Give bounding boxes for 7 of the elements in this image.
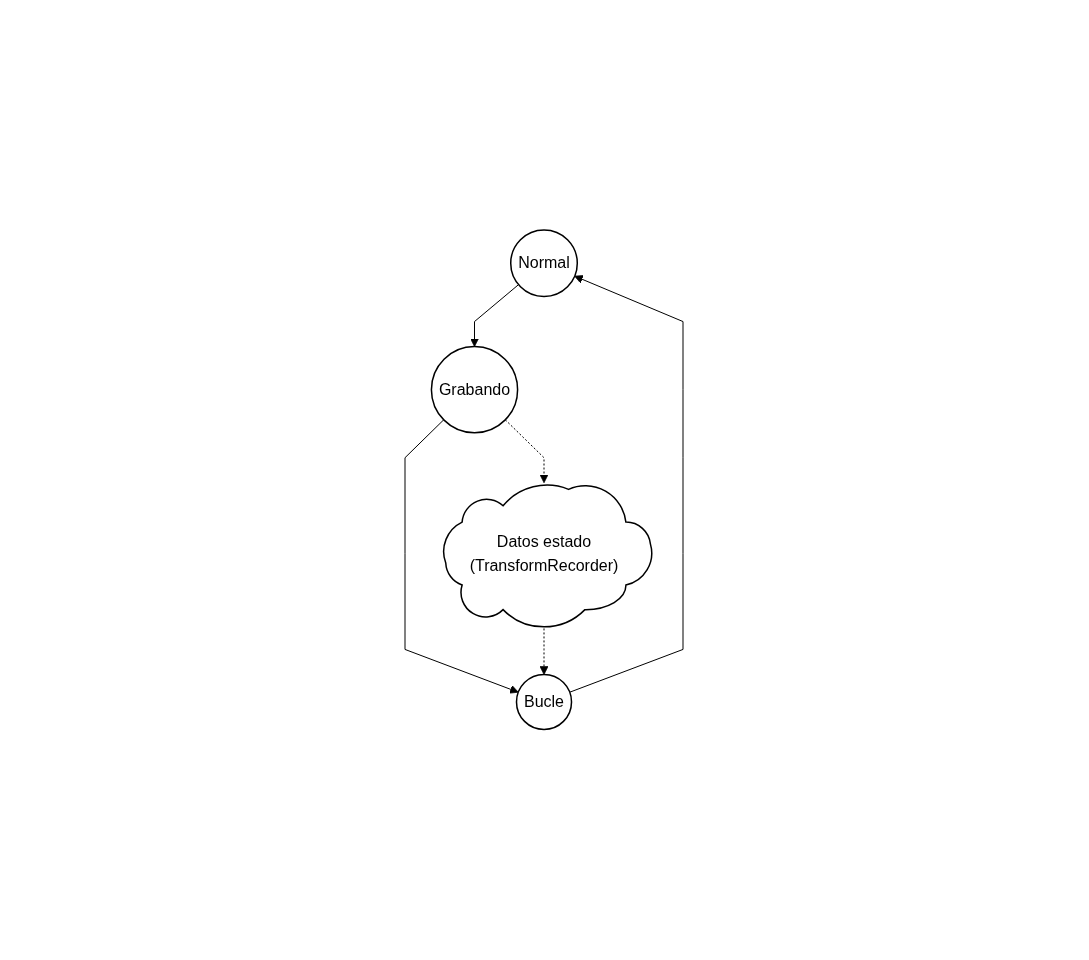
- arrow: [470, 284, 520, 348]
- node-circle: Grabando: [431, 346, 519, 434]
- arrow: [405, 419, 520, 694]
- node-circle: Bucle: [516, 673, 573, 731]
- arrow: [569, 275, 684, 693]
- node-circle: Normal: [510, 229, 579, 298]
- arrow: [505, 419, 549, 484]
